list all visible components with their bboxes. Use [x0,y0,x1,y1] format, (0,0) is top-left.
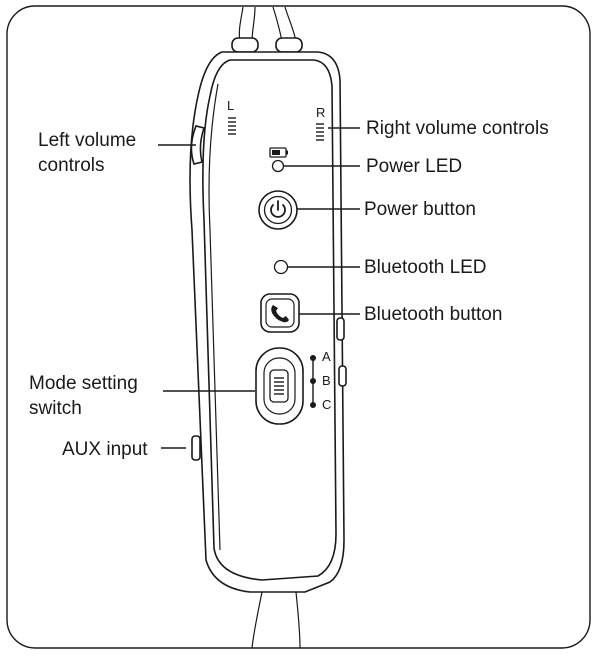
callout-right-volume: Right volume controls [366,118,549,139]
phone-icon [271,305,289,323]
callout-aux-input: AUX input [62,439,148,460]
left-volume-rocker[interactable] [190,125,206,165]
bottom-cable [251,591,301,649]
aux-port[interactable] [191,435,201,461]
right-channel-label: R [316,105,325,120]
power-led [271,159,285,173]
mode-a-label: A [322,349,331,364]
power-button[interactable] [258,190,298,230]
callout-bluetooth-led: Bluetooth LED [364,257,487,278]
battery-icon [269,147,288,158]
side-button-lower[interactable] [338,365,347,387]
bluetooth-button[interactable] [260,293,300,333]
left-channel-label: L [227,98,234,113]
mode-c-label: C [322,397,331,412]
callout-power-button: Power button [364,199,476,220]
mode-setting-switch[interactable] [255,347,304,425]
top-cables [231,6,303,53]
bluetooth-led [273,259,289,275]
callout-power-led: Power LED [366,156,462,177]
right-volume-ridges [316,123,324,141]
diagram-frame [6,5,591,649]
left-volume-ridges [228,117,236,135]
side-button-upper[interactable] [336,317,345,341]
mode-b-label: B [322,373,331,388]
callout-mode-switch: Mode setting switch [29,373,143,419]
callout-bluetooth-button: Bluetooth button [364,304,502,325]
callout-left-volume: Left volume controls [38,130,142,176]
mode-position-indicator [310,355,316,408]
power-icon [270,200,286,218]
